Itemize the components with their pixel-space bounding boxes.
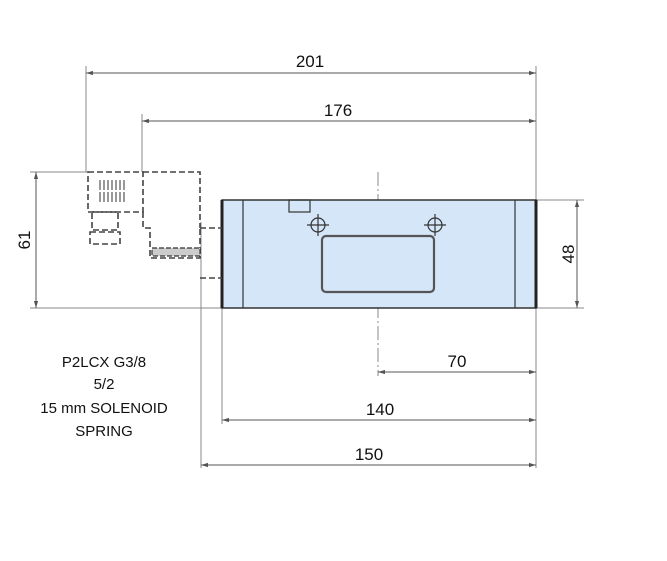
dim-48: 48 xyxy=(559,245,578,264)
product-label: P2LCX G3/8 5/2 15 mm SOLENOID SPRING xyxy=(40,354,168,440)
mounting-hole-icon xyxy=(424,214,446,236)
return-label: SPRING xyxy=(75,423,133,440)
function-label: 5/2 xyxy=(94,376,115,393)
dim-201: 201 xyxy=(296,52,324,71)
solenoid-outline xyxy=(87,171,222,279)
dim-70: 70 xyxy=(448,352,467,371)
pilot-port xyxy=(288,199,311,213)
mounting-hole-icon xyxy=(307,214,329,236)
dim-61: 61 xyxy=(15,231,34,250)
dimension-lines xyxy=(33,70,580,468)
actuation-label: 15 mm SOLENOID xyxy=(40,400,168,417)
dim-176: 176 xyxy=(324,101,352,120)
dim-150: 150 xyxy=(355,445,383,464)
connector-grille-icon xyxy=(98,180,126,202)
model-label: P2LCX G3/8 xyxy=(62,354,146,371)
dim-140: 140 xyxy=(366,400,394,419)
valve-body xyxy=(220,199,538,309)
window-recess xyxy=(320,234,436,294)
